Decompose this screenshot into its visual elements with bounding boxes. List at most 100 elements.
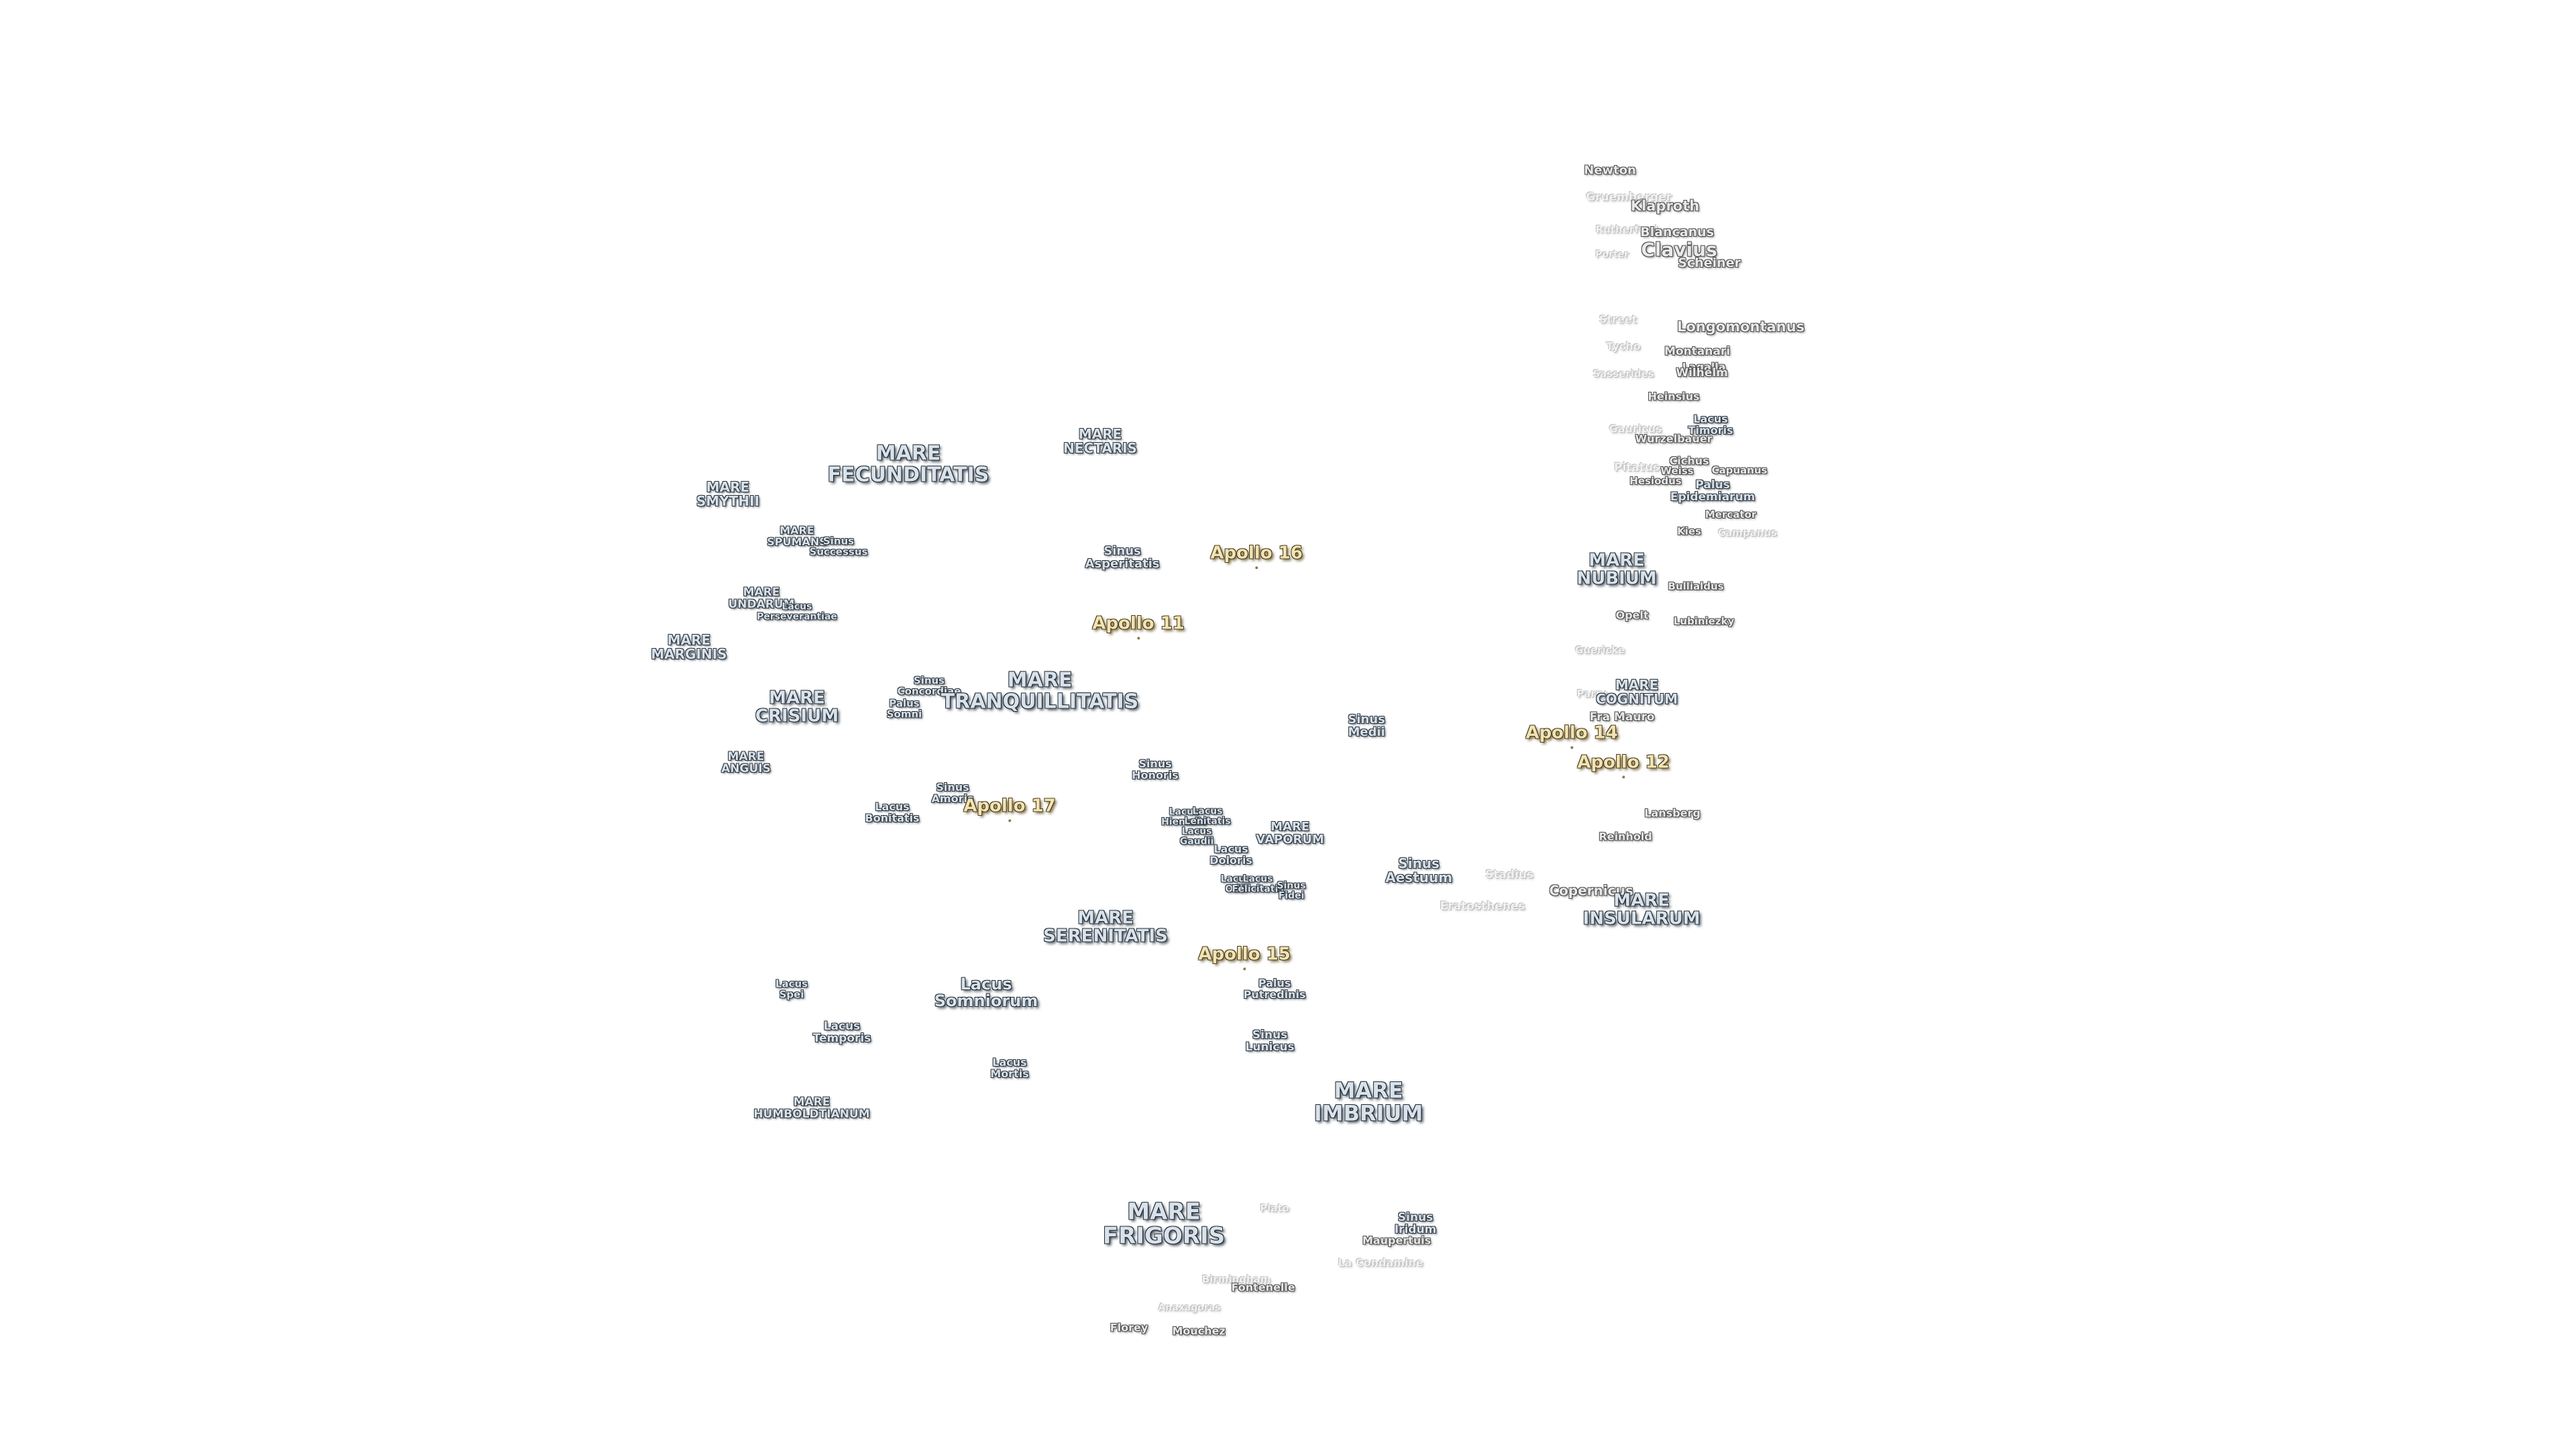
label-line: Somni [886,708,922,720]
label-line: Spei [779,988,804,1000]
label-longomontanus: Longomontanus [1677,319,1805,334]
label-line: Amoris [931,792,974,805]
label-line: Cichus [1669,454,1709,468]
label-line: Wurzelbauer [1635,432,1713,445]
label-kies: Kies [1677,526,1701,537]
label-apollo-11: Apollo 11 [1092,614,1185,641]
label-line: Lacus [1220,873,1251,885]
label-line: Sinus [822,535,855,547]
label-line: MARE [769,688,825,708]
label-line: Bonitatis [865,812,920,824]
label-mouchez: Mouchez [1172,1326,1225,1338]
label-line: Capuanus [1711,464,1768,477]
label-line: Asperitatis [1085,557,1160,571]
label-apollo-14: Apollo 14 [1525,722,1618,750]
label-line: Honoris [1132,769,1179,782]
label-line: Lacus [1181,826,1212,837]
label-florey: Florey [1110,1322,1148,1334]
label-line: Fontenelle [1231,1281,1295,1294]
label-anaxagoras: Anaxagoras [1158,1303,1220,1313]
label-line: MARE [875,441,941,466]
label-blancanus: Blancanus [1640,225,1714,240]
label-line: Porter [1595,249,1629,260]
label-line: Mouchez [1172,1324,1226,1338]
label-line: Mercator [1705,508,1757,521]
label-line: Parry [1576,688,1607,700]
label-line: Opelt [1615,608,1649,622]
label-line: Hesiodus [1629,475,1682,488]
label-line: Apollo 14 [1525,722,1618,743]
label-line: Lubiniezky [1673,615,1735,628]
label-line: Pitatus [1613,461,1660,475]
label-montanari: Montanari [1664,345,1730,358]
label-line: Clavius [1641,238,1717,261]
label-line: Concordiae [897,685,961,697]
label-porter: Porter [1595,250,1629,260]
label-line: Tycho [1606,339,1641,353]
label-line: Lenitatis [1184,816,1231,826]
label-line: Lacus [875,800,910,814]
label-line: Street [1599,313,1638,326]
label-line: Lacus [992,1056,1027,1069]
label-line: Iridum [1394,1223,1437,1236]
label-line: Apollo 16 [1210,543,1303,564]
label-line: Campanus [1718,527,1777,539]
label-apollo-12: Apollo 12 [1577,752,1670,780]
label-line: Newton [1584,163,1636,178]
label-bullialdus: Bullialdus [1668,581,1723,592]
label-fra-mauro: Fra Mauro [1590,711,1655,724]
label-line: MARE [1271,820,1309,835]
label-line: Successus [809,545,868,557]
label-opelt: Opelt [1615,610,1648,622]
label-line: Sinus [1104,544,1141,559]
label-line: Apollo 12 [1577,752,1670,773]
label-line: Blancanus [1640,225,1714,240]
label-apollo-15: Apollo 15 [1198,944,1291,971]
label-line: Sinus [913,674,945,687]
label-mercator: Mercator [1705,508,1757,521]
label-line: Apollo 15 [1198,944,1291,965]
label-line: IMBRIUM [1313,1100,1424,1126]
label-line: MARE [743,586,780,600]
label-line: MARE [1589,550,1645,571]
label-line: Lagalla [1682,360,1726,374]
label-line: SPUMANS [767,535,827,548]
label-line: CRISIUM [755,706,839,727]
label-line: ANGUIS [721,762,771,775]
label-line: MARE [706,479,750,495]
label-line: Guericke [1574,644,1625,657]
label-gruemberger: Gruemberger [1586,191,1672,204]
label-line: Lacus [1169,806,1199,818]
label-line: Gaudii [1179,836,1214,847]
label-line: COGNITUM [1595,691,1678,707]
label-line: Putredinis [1243,988,1306,1001]
label-line: Heinsius [1648,390,1700,403]
label-line: Birmingham [1201,1273,1271,1286]
label-line: MARE [1077,908,1134,928]
label-weiss: Weiss [1660,466,1693,477]
label-line: Gauricus [1609,422,1662,435]
label-line: MARE [1078,426,1122,442]
label-line: Stadius [1485,868,1534,882]
